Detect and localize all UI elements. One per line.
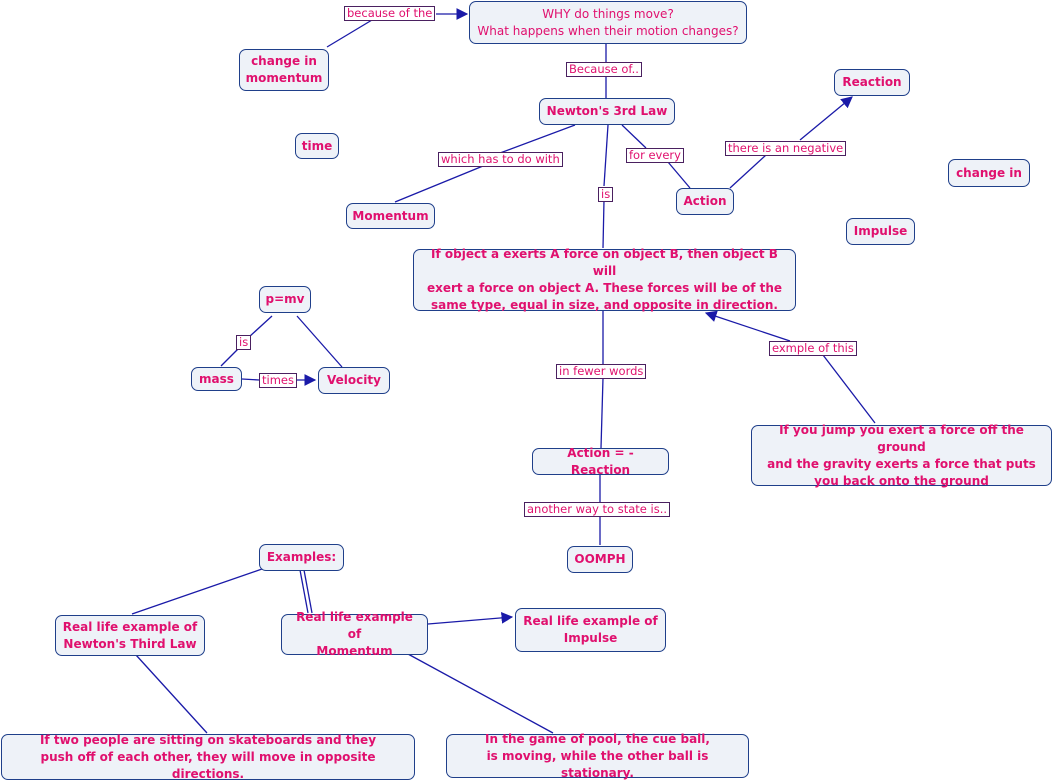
node-law-statement[interactable]: If object a exerts A force on object B, … <box>413 247 796 312</box>
link-newton-to-which <box>499 124 576 154</box>
link-example-to-statement <box>704 310 791 342</box>
link-rl-newton-to-skateboards <box>135 654 208 734</box>
link-examples-to-rl-newton <box>131 568 263 615</box>
link-pmv-to-velocity <box>296 315 343 368</box>
label-times: times <box>259 373 297 388</box>
node-oomph[interactable]: OOMPH <box>567 546 633 573</box>
label-which-has-to-do-with: which has to do with <box>438 152 563 167</box>
link-examples-to-rl-momentum-b <box>303 569 313 614</box>
node-pool[interactable]: In the game of pool, the cue ball, is mo… <box>446 732 749 780</box>
node-action-equals-reaction[interactable]: Action = -Reaction <box>532 446 669 477</box>
link-examples-to-rl-momentum-a <box>299 569 309 614</box>
link-newton-to-is <box>603 124 609 187</box>
label-another-way-to-state: another way to state is.. <box>524 502 671 517</box>
node-examples[interactable]: Examples: <box>259 544 344 571</box>
node-jump-example[interactable]: If you jump you exert a force off the gr… <box>751 423 1052 488</box>
link-which-to-momentum <box>394 165 484 203</box>
label-there-is-an-negative: there is an negative <box>725 141 847 156</box>
label-is-main: is <box>598 187 614 202</box>
node-mass[interactable]: mass <box>191 367 242 391</box>
link-negative-to-reaction <box>799 96 853 141</box>
label-for-every: for every <box>626 148 684 163</box>
node-velocity[interactable]: Velocity <box>318 367 390 394</box>
node-p-equals-mv[interactable]: p=mv <box>259 286 311 313</box>
link-rl-momentum-to-pool <box>407 653 554 734</box>
node-rl-momentum[interactable]: Real life example of Momentum <box>281 610 428 658</box>
label-in-fewer-words: in fewer words <box>556 364 647 379</box>
node-time[interactable]: time <box>295 133 339 159</box>
node-change-in[interactable]: change in <box>948 159 1030 187</box>
link-action-to-negative <box>729 154 767 189</box>
node-skateboards[interactable]: If two people are sitting on skateboards… <box>1 733 415 781</box>
node-newtons-3rd-law[interactable]: Newton's 3rd Law <box>539 98 675 125</box>
link-change-momentum-to-label <box>326 19 373 48</box>
link-pmv-to-is <box>248 315 273 338</box>
link-forevery-to-action <box>667 161 691 189</box>
label-exmple-of-this: exmple of this <box>769 341 857 356</box>
link-rl-momentum-to-rl-impulse <box>427 612 514 625</box>
link-is-to-statement <box>602 199 605 249</box>
label-because-of: Because of.. <box>566 62 642 77</box>
node-why[interactable]: WHY do things move? What happens when th… <box>469 1 747 44</box>
node-momentum[interactable]: Momentum <box>346 203 435 229</box>
label-because-of-the: because of the <box>344 6 436 21</box>
node-action[interactable]: Action <box>676 188 734 215</box>
link-fewer-to-actionreaction <box>600 377 604 449</box>
link-jump-to-example <box>822 354 876 424</box>
link-mass-to-times <box>241 378 260 381</box>
node-impulse[interactable]: Impulse <box>846 218 915 245</box>
link-newton-to-forevery <box>621 124 647 149</box>
node-rl-newton[interactable]: Real life example of Newton's Third Law <box>55 615 205 656</box>
node-rl-impulse[interactable]: Real life example of Impulse <box>515 608 666 652</box>
label-is-small: is <box>236 335 252 350</box>
node-reaction[interactable]: Reaction <box>834 69 910 96</box>
node-change-in-momentum[interactable]: change in momentum <box>239 49 329 91</box>
link-is-to-mass <box>220 348 239 367</box>
